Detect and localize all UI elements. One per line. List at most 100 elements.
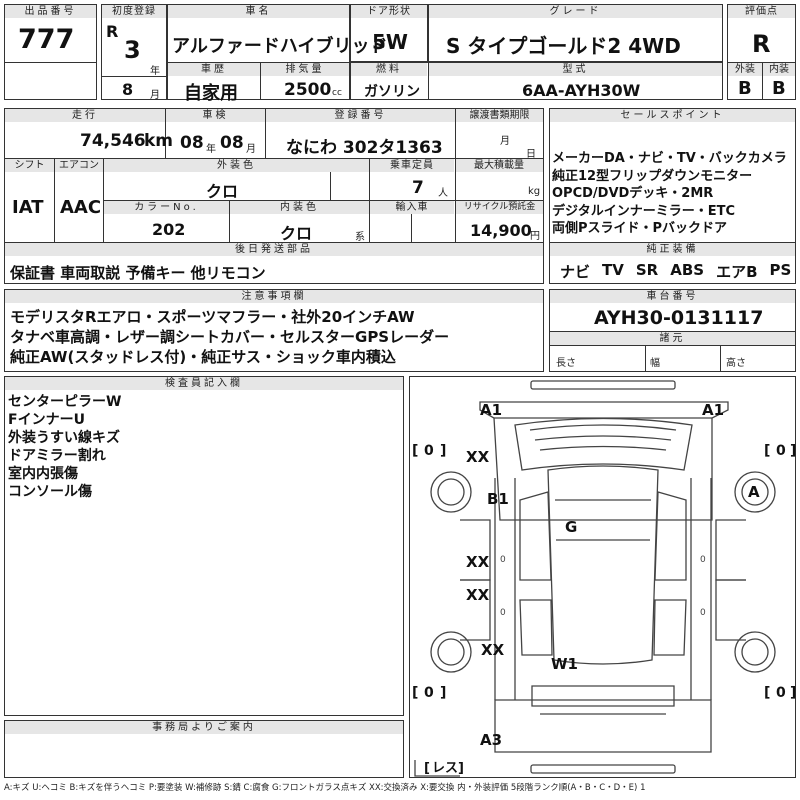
color-no-label: カラーNo. — [104, 201, 229, 214]
door-zero-mark: 0 — [500, 608, 506, 618]
divider — [549, 242, 796, 243]
mileage-unit: km — [144, 131, 174, 151]
inspector-note-line: コンソール傷 — [8, 484, 92, 500]
car-label: 車名 — [168, 5, 349, 18]
inspector-note-line: センターピラーW — [8, 394, 122, 410]
mark-front-right: A1 — [702, 401, 724, 419]
spare-label: レス — [432, 761, 458, 776]
inspector-note-line: ドアミラー割れ — [8, 448, 106, 464]
tire-mark-rl-bracket: [ — [412, 685, 418, 701]
tire-mark-fl-close: ] — [440, 443, 446, 459]
mileage-label: 走行 — [5, 109, 165, 122]
int-score: B — [772, 78, 786, 99]
divider — [455, 108, 456, 158]
recycle-label: リサイクル預託金 — [456, 201, 543, 214]
spare-bracket-close: ] — [458, 761, 464, 776]
damage-legend: A:キズ U:ヘコミ B:キズを伴うヘコミ P:要塗装 W:補修跡 S:錆 C:… — [4, 783, 646, 793]
displacement: 2500 — [284, 80, 332, 100]
tire-mark-fl: 0 — [424, 443, 434, 459]
recycle: 14,900 — [470, 221, 532, 240]
mark-left-front-door: XX — [466, 553, 490, 571]
plate: なにわ 302タ1363 — [286, 138, 443, 158]
divider — [428, 62, 429, 100]
equipment-item: ナビ — [560, 263, 591, 281]
divider — [411, 214, 412, 242]
inspector-box — [4, 376, 404, 716]
car-name: アルファードハイブリッド — [172, 36, 388, 57]
sales-point-line: 純正12型フリップダウンモニター — [552, 168, 753, 184]
reg-era: R — [106, 22, 119, 41]
mark-roof: G — [565, 518, 577, 536]
info-box — [4, 108, 544, 284]
equipment-item: ABS — [670, 261, 705, 279]
model: 6AA-AYH30W — [522, 81, 641, 100]
capacity: 7 — [412, 178, 424, 198]
ext-label: 外装 — [728, 63, 762, 76]
grade-label: グレード — [429, 5, 722, 18]
model-label: 型式 — [429, 63, 722, 76]
grade: S タイプゴールド2 4WD — [446, 34, 681, 58]
import-label: 輸入車 — [370, 201, 454, 214]
lot-number: 777 — [18, 24, 75, 55]
inspector-note-line: 外装うすい線キズ — [8, 430, 120, 446]
divider — [103, 200, 544, 201]
sales-point-line: メーカーDA・ナビ・TV・バックカメラ — [552, 151, 787, 166]
divider — [165, 108, 166, 158]
note-line: モデリスタRエアロ・スポーツマフラー・社外20インチAW — [10, 308, 415, 326]
door-zero-mark: 0 — [700, 555, 706, 565]
reg-year-unit: 年 — [150, 66, 160, 77]
sales-point-line: デジタルインナーミラー・ETC — [552, 203, 736, 219]
sales-point-line: 両側Pスライド・Pバックドア — [552, 221, 728, 236]
equipment-list: ナビTVSRABSエアBPSPW — [560, 261, 800, 282]
mark-right-wheel: A — [748, 483, 760, 501]
displacement-unit: cc — [332, 88, 342, 98]
car-diagram: A1 A1 XX B1 A G XX XX XX W1 A3 [ 0 ] [ 0… — [412, 380, 796, 777]
equip-label: 純正装備 — [550, 243, 795, 256]
divider — [762, 62, 763, 100]
length-label: 長さ — [556, 358, 576, 369]
office-box — [4, 720, 404, 778]
transfer-label: 譲渡書類期限 — [456, 109, 543, 122]
divider — [167, 62, 350, 63]
equipment-item: PS — [769, 261, 792, 279]
dims-label: 諸元 — [550, 332, 795, 345]
tire-mark-rl: 0 — [424, 685, 434, 701]
divider — [4, 242, 544, 243]
inspector-note-line: FインナーU — [8, 412, 85, 428]
insp-month: 08 — [220, 133, 244, 153]
mark-rear-glass: W1 — [551, 655, 578, 673]
maxload-label: 最大積載量 — [455, 159, 543, 172]
inspector-note-line: 室内内張傷 — [8, 466, 78, 482]
score-box — [727, 4, 796, 100]
doors: 5W — [372, 30, 408, 54]
mileage: 74,546 — [80, 131, 146, 151]
int-color-label: 内装色 — [230, 201, 369, 214]
chassis-box — [549, 289, 796, 372]
fuel-model-box — [350, 62, 723, 100]
divider — [101, 76, 167, 77]
insp-year-unit: 年 — [206, 144, 216, 155]
tire-mark-rl-close: ] — [440, 685, 446, 701]
tire-mark-rr-bracket: [ — [764, 685, 770, 701]
tire-mark-rr-close: ] — [790, 685, 796, 701]
color-no: 202 — [152, 220, 186, 239]
divider — [727, 62, 796, 63]
mark-left-quarter: XX — [481, 641, 505, 659]
note-line: 純正AW(スタッドレス付)・純正サス・ショック車内積込 — [10, 348, 396, 366]
door-zero-mark: 0 — [500, 555, 506, 565]
height-label: 高さ — [726, 358, 746, 369]
score-label: 評価点 — [728, 5, 795, 18]
diagram-box — [409, 376, 796, 778]
shift: IAT — [12, 197, 44, 218]
tire-mark-fr-bracket: [ — [764, 443, 770, 459]
displacement-label: 排気量 — [261, 63, 349, 76]
divider — [229, 200, 230, 242]
divider — [549, 345, 796, 346]
tire-mark-rr: 0 — [776, 685, 786, 701]
int-color: クロ — [280, 224, 313, 243]
later-items: 保証書 車両取説 予備キー 他リモコン — [10, 264, 266, 282]
equipment-item: SR — [635, 261, 659, 279]
later-label: 後日発送部品 — [5, 243, 543, 256]
transfer-month-unit: 月 — [500, 136, 510, 147]
divider — [645, 345, 646, 372]
